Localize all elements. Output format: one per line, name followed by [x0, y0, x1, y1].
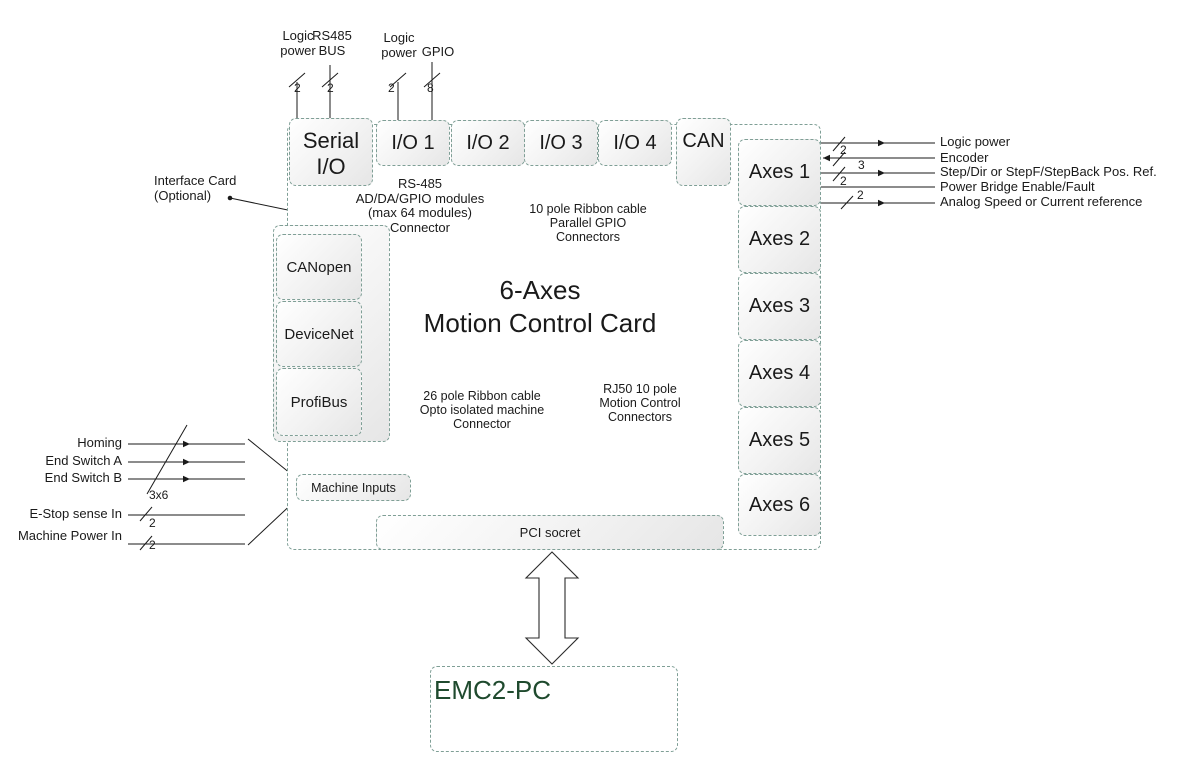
module-devicenet: DeviceNet: [276, 301, 362, 367]
width-logic-power: 2: [840, 143, 847, 157]
width-machine-power: 2: [149, 538, 156, 552]
axis-2: Axes 2: [738, 206, 821, 273]
annotation-rj50: RJ50 10 pole Motion Control Connectors: [599, 382, 681, 424]
top-label-rs485-bus: RS485 BUS: [312, 28, 352, 58]
width-step-dir: 2: [840, 174, 847, 188]
signal-power-bridge: Power Bridge Enable/Fault: [940, 179, 1095, 194]
top-label-gpio: GPIO: [421, 44, 455, 59]
width-logic-power-1: 2: [294, 81, 301, 95]
can-port: [676, 118, 731, 186]
annotation-ribbon26: 26 pole Ribbon cable Opto isolated machi…: [419, 389, 545, 431]
signal-analog-speed: Analog Speed or Current reference: [940, 194, 1143, 209]
signal-encoder: Encoder: [940, 150, 989, 165]
emc2-pc: [430, 666, 678, 752]
io1-port: I/O 1: [376, 120, 450, 166]
signal-end-switch-a: End Switch A: [45, 453, 122, 468]
width-logic-power-2: 2: [388, 81, 395, 95]
width-gpio: 8: [427, 81, 434, 95]
annotation-rs485: RS-485 AD/DA/GPIO modules (max 64 module…: [355, 176, 485, 235]
signal-end-switch-b: End Switch B: [44, 470, 122, 485]
module-profibus: ProfiBus: [276, 368, 362, 436]
annotation-ribbon10: 10 pole Ribbon cable Parallel GPIO Conne…: [529, 202, 647, 244]
axis-1: Axes 1: [738, 139, 821, 206]
interface-card-caption: Interface Card (Optional): [154, 173, 237, 203]
io3-port: I/O 3: [524, 120, 598, 166]
axis-4: Axes 4: [738, 340, 821, 407]
emc2-pc-label: EMC2-PC: [434, 675, 552, 705]
width-rs485-bus: 2: [327, 81, 334, 95]
serial-io-label: Serial I/O: [302, 128, 360, 179]
signal-homing: Homing: [77, 435, 122, 450]
signal-machine-power: Machine Power In: [17, 528, 122, 543]
axis-6: Axes 6: [738, 474, 821, 536]
axis-3: Axes 3: [738, 273, 821, 340]
io4-port: I/O 4: [598, 120, 672, 166]
width-estop: 2: [149, 516, 156, 530]
width-machine-group: 3x6: [149, 488, 169, 502]
signal-estop: E-Stop sense In: [29, 506, 123, 521]
top-label-logic-power-2: Logic power: [381, 30, 417, 60]
machine-inputs-port: Machine Inputs: [296, 474, 411, 501]
pci-socket: PCI socret: [376, 515, 724, 550]
axis-5: Axes 5: [738, 407, 821, 474]
signal-step-dir: Step/Dir or StepF/StepBack Pos. Ref.: [940, 164, 1157, 179]
width-encoder: 3: [858, 158, 865, 172]
serial-io-port: [289, 118, 373, 186]
io2-port: I/O 2: [451, 120, 525, 166]
main-title: 6-Axes Motion Control Card: [423, 275, 657, 338]
top-label-logic-power-1: Logic power: [280, 28, 316, 58]
module-canopen: CANopen: [276, 234, 362, 300]
width-analog-speed: 2: [857, 188, 864, 202]
can-label: CAN: [682, 130, 725, 152]
signal-logic-power: Logic power: [940, 134, 1011, 149]
